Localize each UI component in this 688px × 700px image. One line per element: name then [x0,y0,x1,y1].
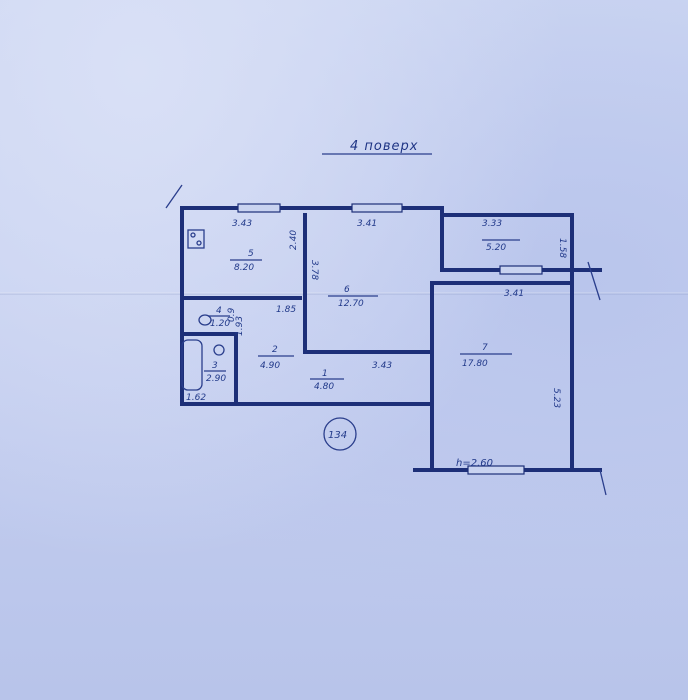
svg-text:12.70: 12.70 [338,299,364,309]
svg-text:17.80: 17.80 [462,359,488,369]
paper-fold [0,292,688,295]
bathtub-icon [181,339,203,391]
corner-tick [165,184,183,209]
dimension-label: 0.9 [227,307,237,322]
dimension-label: 3.43 [372,361,392,371]
stove-burner-icon [190,232,196,238]
corner-tick [599,469,607,496]
room-4-label: 4 1.20 [208,306,230,329]
svg-text:6: 6 [344,285,350,295]
dimension-label: 3.41 [357,219,377,229]
dimension-label: 1.62 [186,393,206,403]
dimension-label: 1.85 [276,305,296,315]
dimension-label: 3.33 [482,219,502,229]
dimension-label: 3.78 [309,260,319,280]
window [499,265,543,275]
svg-text:2.90: 2.90 [206,374,226,384]
svg-text:7: 7 [482,343,488,353]
walls [180,206,602,472]
corner-tick [587,261,601,301]
svg-text:4.80: 4.80 [314,382,334,392]
dimension-label: 5.23 [551,388,561,408]
room-6-label: 6 12.70 [328,285,378,309]
window [237,203,281,213]
svg-text:2: 2 [272,345,278,355]
flat-number: 134 [328,430,347,441]
toilet-icon [198,314,212,326]
dimension-label: 3.43 [232,219,252,229]
svg-text:8.20: 8.20 [234,263,254,273]
svg-text:5.20: 5.20 [486,243,506,253]
dimension-label: 1.93 [235,316,245,336]
ceiling-height: h=2.60 [456,458,493,469]
dimension-label: 2.40 [289,230,299,250]
plan-title: 4 поверх [350,139,418,154]
dimension-label: 1.58 [557,238,567,258]
loggia-label: 5.20 [482,239,520,253]
room-5-label: 5 8.20 [230,249,262,273]
svg-text:1.20: 1.20 [210,319,230,329]
window [351,203,403,213]
room-3-label: 3 2.90 [204,361,226,384]
flat-number-circle [323,417,357,451]
svg-text:3: 3 [212,361,218,371]
svg-text:4: 4 [216,306,222,316]
svg-text:4.90: 4.90 [260,361,280,371]
window [467,465,525,475]
svg-text:1: 1 [322,369,328,379]
stove-burner-icon [196,240,202,246]
dimension-label: 3.41 [504,289,524,299]
room-7-label: 7 17.80 [460,343,512,369]
stove-icon [187,229,205,249]
svg-text:5: 5 [248,249,254,259]
room-2-label: 2 4.90 [258,345,294,371]
room-1-label: 1 4.80 [310,369,344,392]
sink-icon [213,344,225,356]
